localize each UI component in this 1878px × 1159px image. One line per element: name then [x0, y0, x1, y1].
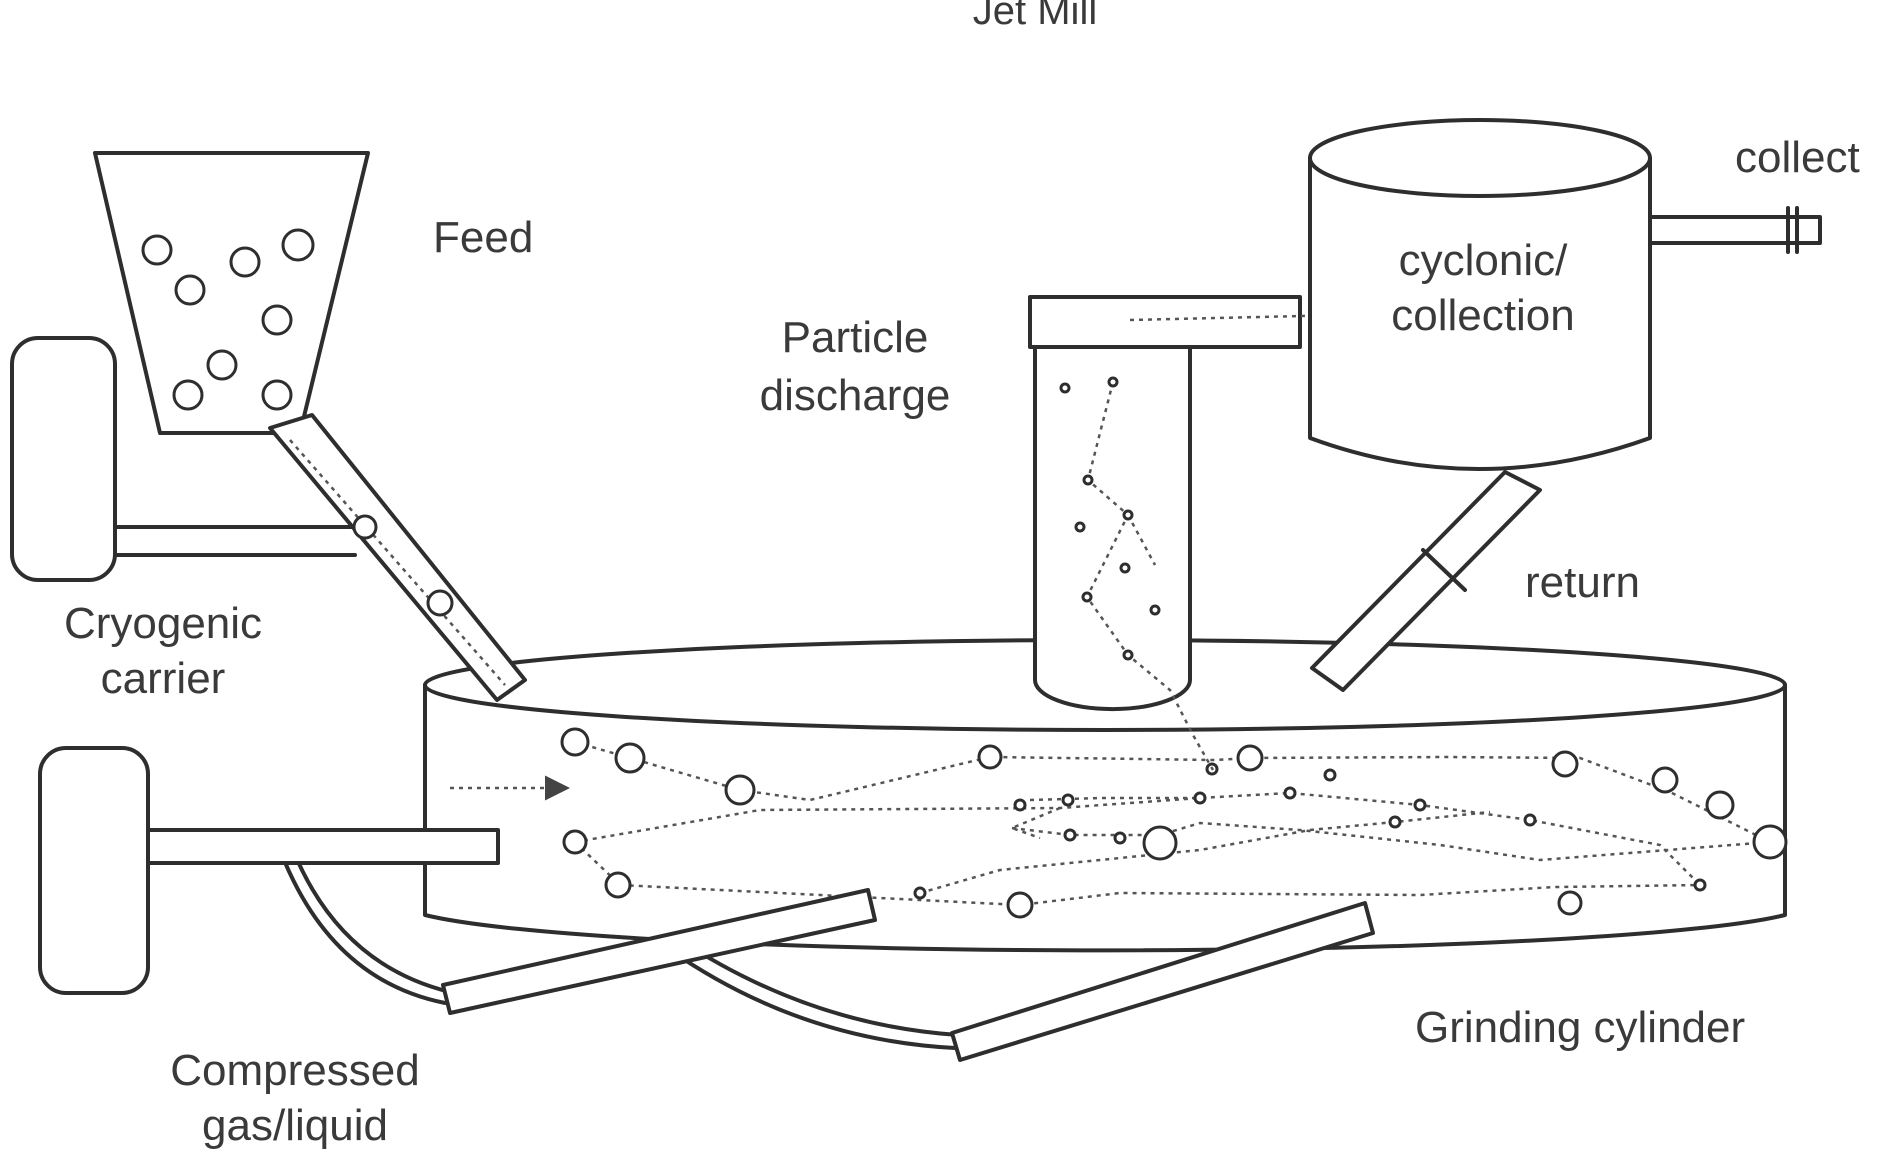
label-compressed-line2: gas/liquid [202, 1101, 388, 1150]
label-particle-line1: Particle [782, 313, 929, 362]
label-return: return [1525, 558, 1640, 607]
label-grinding-cylinder: Grinding cylinder [1415, 1003, 1745, 1052]
label-feed: Feed [433, 213, 533, 262]
label-cryogenic-line1: Cryogenic [64, 599, 262, 648]
label-cyclonic-line1: cyclonic/ [1399, 236, 1568, 285]
label-particle-line2: discharge [760, 371, 951, 420]
label-compressed-line1: Compressed [170, 1046, 419, 1095]
label-collect: collect [1735, 133, 1860, 182]
label-cyclonic-line2: collection [1391, 291, 1574, 340]
collect-outlet-pipe [1650, 208, 1820, 252]
label-cryogenic-line2: carrier [101, 654, 226, 703]
diagram-title: Jet Mill [973, 0, 1097, 33]
